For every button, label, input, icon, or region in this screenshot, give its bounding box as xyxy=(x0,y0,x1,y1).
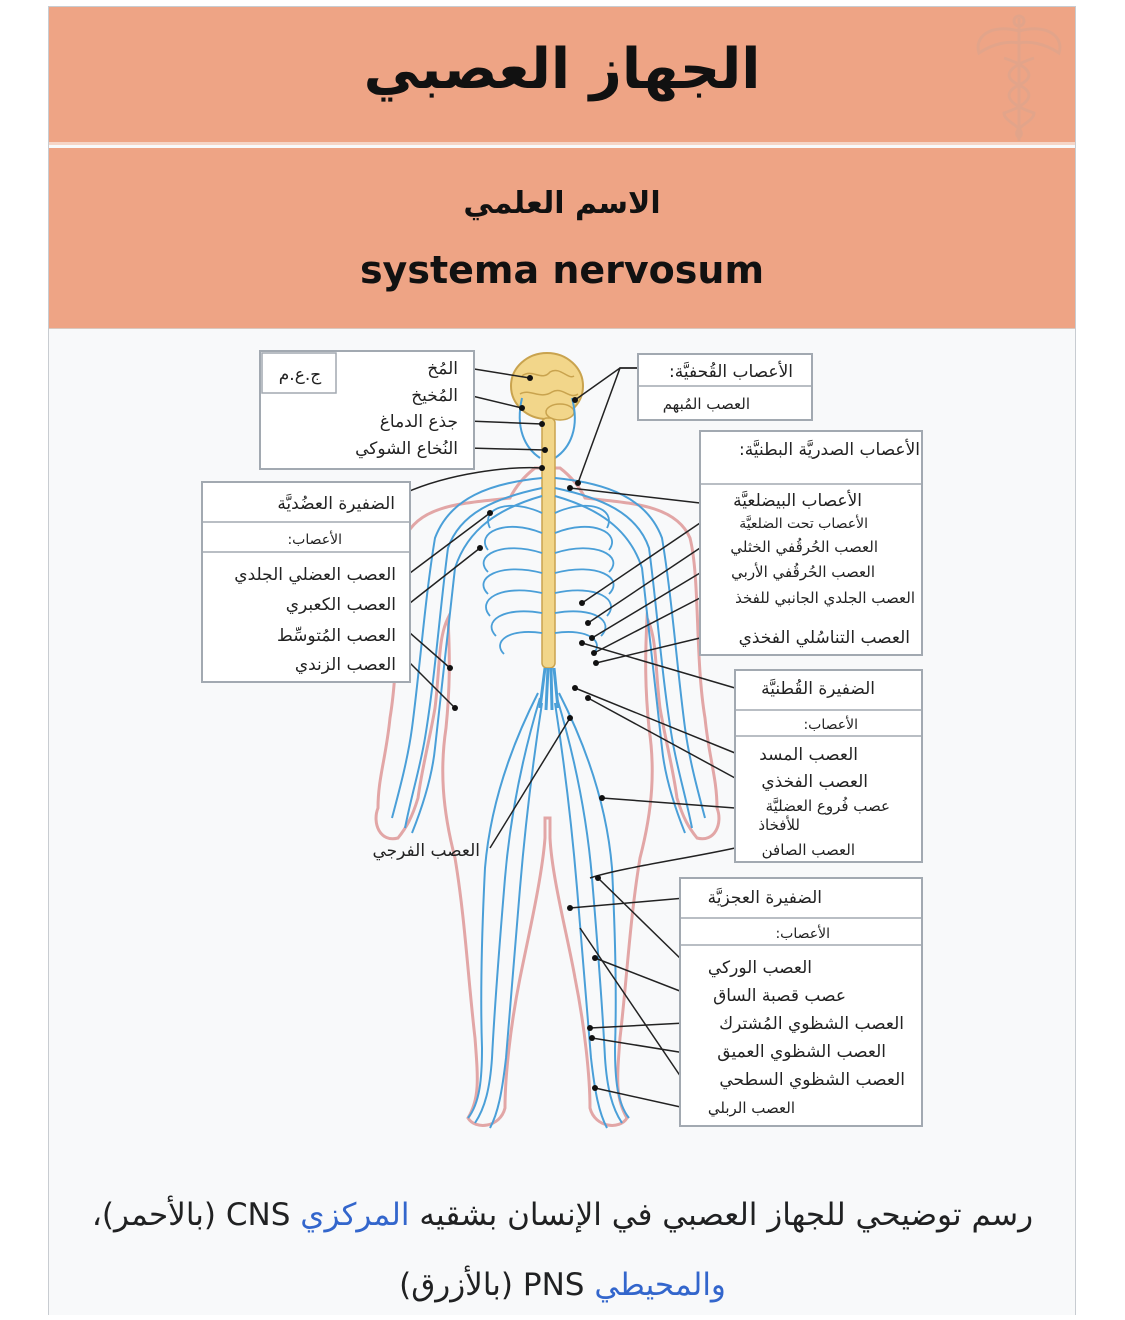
infobox-title: الجهاز العصبي xyxy=(363,37,761,102)
cns-box-header: ج.ع.م xyxy=(279,365,321,385)
caption-link-peripheral[interactable]: والمحيطي xyxy=(594,1267,726,1303)
brain xyxy=(510,352,584,421)
scientific-name-label: الاسم العلمي xyxy=(463,186,661,221)
lumbar-item-saphenous: العصب الصافن xyxy=(762,841,855,859)
cauda-equina xyxy=(538,667,560,711)
lumbar-item-obturator: العصب المسد xyxy=(759,745,858,765)
spinal-cord xyxy=(541,417,556,669)
sacral-item-tibial: عصب قصبة الساق xyxy=(713,986,846,1006)
caption-text-2: CNS (بالأحمر)، xyxy=(91,1197,291,1233)
lumbar-box-subheader: الأعصاب: xyxy=(803,715,858,733)
leg-nerves xyxy=(467,692,630,1129)
thoracoabdominal-item-5: العصب الجلدي الجانبي للفخذ xyxy=(735,589,915,608)
sacral-item-common-peroneal: العصب الشظوي المُشترك xyxy=(719,1014,904,1034)
scientific-name: systema nervosum xyxy=(359,248,765,292)
caption-text-1: رسم توضيحي للجهاز العصبي في الإنسان بشقي… xyxy=(419,1197,1034,1233)
cns-item-cerebellum: المُخيخ xyxy=(411,386,458,406)
brachial-item-median: العصب المُتوسِّط xyxy=(277,625,396,646)
sacral-box: الضفيرة العجزيَّة الأعصاب: العصب الوركي … xyxy=(679,877,923,1127)
intercostal-nerves xyxy=(482,504,615,655)
thoracoabdominal-item-2: الأعصاب تحت الضلعيَّة xyxy=(739,514,868,532)
thoracoabdominal-box: الأعصاب الصدريَّة البطنيَّة: الأعصاب الب… xyxy=(699,430,923,656)
sacral-item-sciatic: العصب الوركي xyxy=(708,958,812,978)
nervous-system-diagram: ج.ع.م المُخ المُخيخ جذع الدماغ النُخاع ا… xyxy=(201,350,923,1129)
thoracoabdominal-item-3: العصب الحُرقُفي الخثلي xyxy=(730,538,878,557)
thoracoabdominal-item-1: الأعصاب البيضلعيَّة xyxy=(733,490,862,511)
body-outline xyxy=(374,466,721,1127)
caduceus-watermark-icon xyxy=(976,14,1062,141)
lumbar-item-muscular-branches-2: للأفخاذ xyxy=(758,815,800,834)
sacral-box-subheader: الأعصاب: xyxy=(775,924,830,942)
infobox-title-bar: الجهاز العصبي xyxy=(49,7,1075,145)
brachial-item-musculocutaneous: العصب العضلي الجلدي xyxy=(234,565,396,585)
brachial-item-ulnar: العصب الزندي xyxy=(295,655,396,675)
leader-lines xyxy=(404,367,736,1109)
cranial-box-header: الأعصاب القُحفيَّة: xyxy=(669,361,793,382)
scientific-name-section: الاسم العلمي systema nervosum xyxy=(49,148,1075,329)
caption-text-3: PNS (بالأزرق) xyxy=(399,1267,585,1303)
pudendal-nerve-label: العصب الفرجي xyxy=(372,841,480,861)
sacral-item-deep-peroneal: العصب الشظوي العميق xyxy=(717,1042,886,1062)
lumbar-box-header: الضفيرة القُطنيَّة xyxy=(761,679,875,699)
leader-dots xyxy=(447,375,605,1091)
sacral-item-superficial-peroneal: العصب الشظوي السطحي xyxy=(719,1070,905,1090)
cns-item-spinal-cord: النُخاع الشوكي xyxy=(355,439,458,459)
brachial-item-radial: العصب الكعبري xyxy=(286,595,396,615)
thoracoabdominal-box-header: الأعصاب الصدريَّة البطنيَّة: xyxy=(739,439,920,460)
lumbar-box: الضفيرة القُطنيَّة الأعصاب: العصب المسد … xyxy=(734,669,923,863)
cns-item-brainstem: جذع الدماغ xyxy=(380,412,458,432)
brachial-box-header: الضفيرة العضُديَّة xyxy=(277,494,395,514)
cns-box: ج.ع.م المُخ المُخيخ جذع الدماغ النُخاع ا… xyxy=(259,350,475,470)
brachial-box: الضفيرة العضُديَّة الأعصاب: العصب العضلي… xyxy=(201,481,411,683)
thoracoabdominal-item-6: العصب التناسُلي الفخذي xyxy=(739,628,910,648)
lumbar-item-femoral: العصب الفخذي xyxy=(761,772,868,792)
lumbar-item-muscular-branches: عصب فُروع العضليَّة xyxy=(766,797,890,815)
cranial-item-vagus: العصب المُبهم xyxy=(663,395,750,413)
caption-link-central[interactable]: المركزي xyxy=(300,1197,410,1233)
arm-nerves xyxy=(391,477,706,834)
sacral-item-sural: العصب الربلي xyxy=(708,1099,795,1118)
figure-caption: رسم توضيحي للجهاز العصبي في الإنسان بشقي… xyxy=(10,1180,1115,1320)
brachial-box-subheader: الأعصاب: xyxy=(287,530,342,548)
cns-item-cerebrum: المُخ xyxy=(427,359,458,379)
cranial-box: الأعصاب القُحفيَّة: العصب المُبهم xyxy=(637,353,813,421)
sacral-box-header: الضفيرة العجزيَّة xyxy=(708,888,822,908)
thoracoabdominal-item-4: العصب الحُرقُفي الأربي xyxy=(731,562,875,582)
